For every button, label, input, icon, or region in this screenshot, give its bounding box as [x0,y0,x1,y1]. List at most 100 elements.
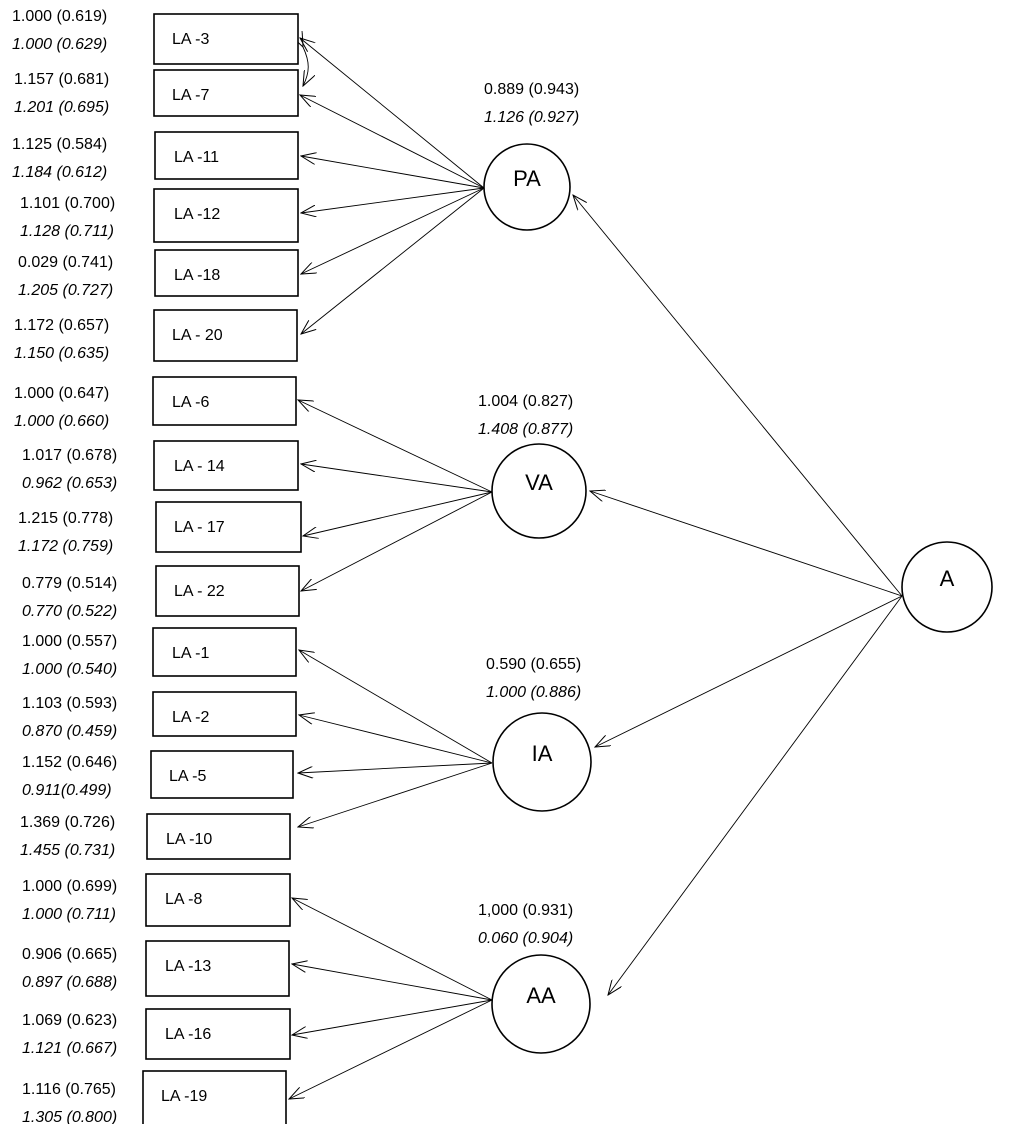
indicator-label-la-3: LA -3 [172,31,209,48]
indicator-box-la-19 [142,1070,287,1124]
indicator-coef-alt-la-13: 0.897 (0.688) [22,974,117,991]
second-order-arrow-a-pa [573,195,903,597]
indicator-coef-alt-la-22: 0.770 (0.522) [22,603,117,620]
factor-loading-va: 1.004 (0.827) [478,393,573,410]
loading-arrow-pa-la-20 [301,187,485,334]
indicator-box-la-22 [155,565,300,617]
indicator-box-la-11 [154,131,299,180]
indicator-label-la-22: LA - 22 [174,583,225,600]
loading-arrow-ia-la-2 [299,715,493,764]
indicator-coef-la-13: 0.906 (0.665) [22,946,117,963]
factor-label-pa: PA [513,166,541,191]
loading-arrow-ia-la-1 [299,650,493,764]
second-order-arrow-a-va [590,491,903,597]
indicator-box-la-7 [153,69,299,117]
indicator-label-la-13: LA -13 [165,958,211,975]
indicator-coef-alt-la-18: 1.205 (0.727) [18,282,113,299]
indicator-label-la-11: LA -11 [174,149,219,166]
indicator-coef-la-3: 1.000 (0.619) [12,8,107,25]
factor-node-aa [491,954,591,1054]
loading-arrow-pa-la-3 [300,38,485,189]
loading-arrow-va-la-17 [303,491,493,536]
factor-loading-ia: 0.590 (0.655) [486,656,581,673]
indicator-coef-alt-la-8: 1.000 (0.711) [22,906,116,923]
indicator-box-la-6 [152,376,297,426]
indicator-coef-la-14: 1.017 (0.678) [22,447,117,464]
correlation-arrow-la-3-la-7 [303,47,308,86]
indicator-coef-la-8: 1.000 (0.699) [22,878,117,895]
indicator-label-la-16: LA -16 [165,1026,211,1043]
indicator-box-la-13 [145,940,290,997]
factor-node-pa [483,143,571,231]
indicator-box-la-20 [153,309,298,362]
loading-arrow-va-la-14 [301,464,493,493]
indicator-coef-la-18: 0.029 (0.741) [18,254,113,271]
indicator-box-la-8 [145,873,291,927]
indicator-coef-la-11: 1.125 (0.584) [12,136,107,153]
indicator-coef-alt-la-7: 1.201 (0.695) [14,99,109,116]
loading-arrow-aa-la-13 [292,964,493,1001]
indicator-label-la-8: LA -8 [165,891,202,908]
indicator-coef-la-12: 1.101 (0.700) [20,195,115,212]
factor-label-ia: IA [532,741,553,766]
indicator-label-la-10: LA -10 [166,831,212,848]
indicator-coef-alt-la-16: 1.121 (0.667) [22,1040,117,1057]
indicator-coef-la-16: 1.069 (0.623) [22,1012,117,1029]
indicator-label-la-14: LA - 14 [174,458,225,475]
indicator-coef-alt-la-10: 1.455 (0.731) [20,842,115,859]
indicator-box-la-10 [146,813,291,860]
indicator-coef-la-2: 1.103 (0.593) [22,695,117,712]
indicator-label-la-19: LA -19 [161,1088,207,1105]
indicator-box-la-3 [153,13,299,65]
indicator-box-la-16 [145,1008,291,1060]
indicator-coef-alt-la-2: 0.870 (0.459) [22,723,117,740]
factor-node-a [901,541,993,633]
loading-arrow-pa-la-7 [300,95,485,189]
indicator-box-la-14 [153,440,299,491]
loading-arrow-aa-la-16 [292,999,493,1035]
loading-arrow-pa-la-11 [301,156,485,189]
indicator-coef-la-22: 0.779 (0.514) [22,575,117,592]
indicator-label-la-6: LA -6 [172,394,209,411]
loading-arrow-va-la-22 [301,491,493,591]
indicator-box-la-17 [155,501,302,553]
indicator-coef-alt-la-3: 1.000 (0.629) [12,36,107,53]
indicator-coef-alt-la-17: 1.172 (0.759) [18,538,113,555]
indicator-label-la-12: LA -12 [174,206,220,223]
indicator-label-la-1: LA -1 [172,645,209,662]
factor-label-va: VA [525,470,553,495]
loading-arrow-pa-la-12 [301,187,485,213]
second-order-arrow-a-aa [608,595,903,995]
indicator-coef-alt-la-1: 1.000 (0.540) [22,661,117,678]
factor-loading-alt-va: 1.408 (0.877) [478,421,573,438]
indicator-label-la-5: LA -5 [169,768,206,785]
factor-loading-alt-aa: 0.060 (0.904) [478,930,573,947]
indicator-coef-alt-la-6: 1.000 (0.660) [14,413,109,430]
indicator-label-la-2: LA -2 [172,709,209,726]
indicator-coef-la-20: 1.172 (0.657) [14,317,109,334]
indicator-coef-la-7: 1.157 (0.681) [14,71,109,88]
indicator-box-la-18 [154,249,299,297]
indicator-box-la-1 [152,627,297,677]
factor-label-a: A [940,566,955,591]
loading-arrow-aa-la-19 [289,999,493,1099]
indicator-coef-la-17: 1.215 (0.778) [18,510,113,527]
indicator-label-la-18: LA -18 [174,267,220,284]
node-layer [142,13,993,1124]
factor-loading-alt-pa: 1.126 (0.927) [484,109,579,126]
indicator-coef-la-5: 1.152 (0.646) [22,754,117,771]
factor-node-va [491,443,587,539]
indicator-coef-la-19: 1.116 (0.765) [22,1081,116,1098]
indicator-coef-alt-la-20: 1.150 (0.635) [14,345,109,362]
text-layer: LA -31.000 (0.619)1.000 (0.629)LA -71.15… [12,8,955,1124]
indicator-coef-alt-la-12: 1.128 (0.711) [20,223,114,240]
factor-loading-aa: 1,000 (0.931) [478,902,573,919]
indicator-box-la-2 [152,691,297,737]
indicator-coef-alt-la-14: 0.962 (0.653) [22,475,117,492]
indicator-coef-alt-la-19: 1.305 (0.800) [22,1109,117,1124]
factor-loading-pa: 0.889 (0.943) [484,81,579,98]
loading-arrow-pa-la-18 [301,187,485,274]
arrow-layer [289,38,903,1099]
